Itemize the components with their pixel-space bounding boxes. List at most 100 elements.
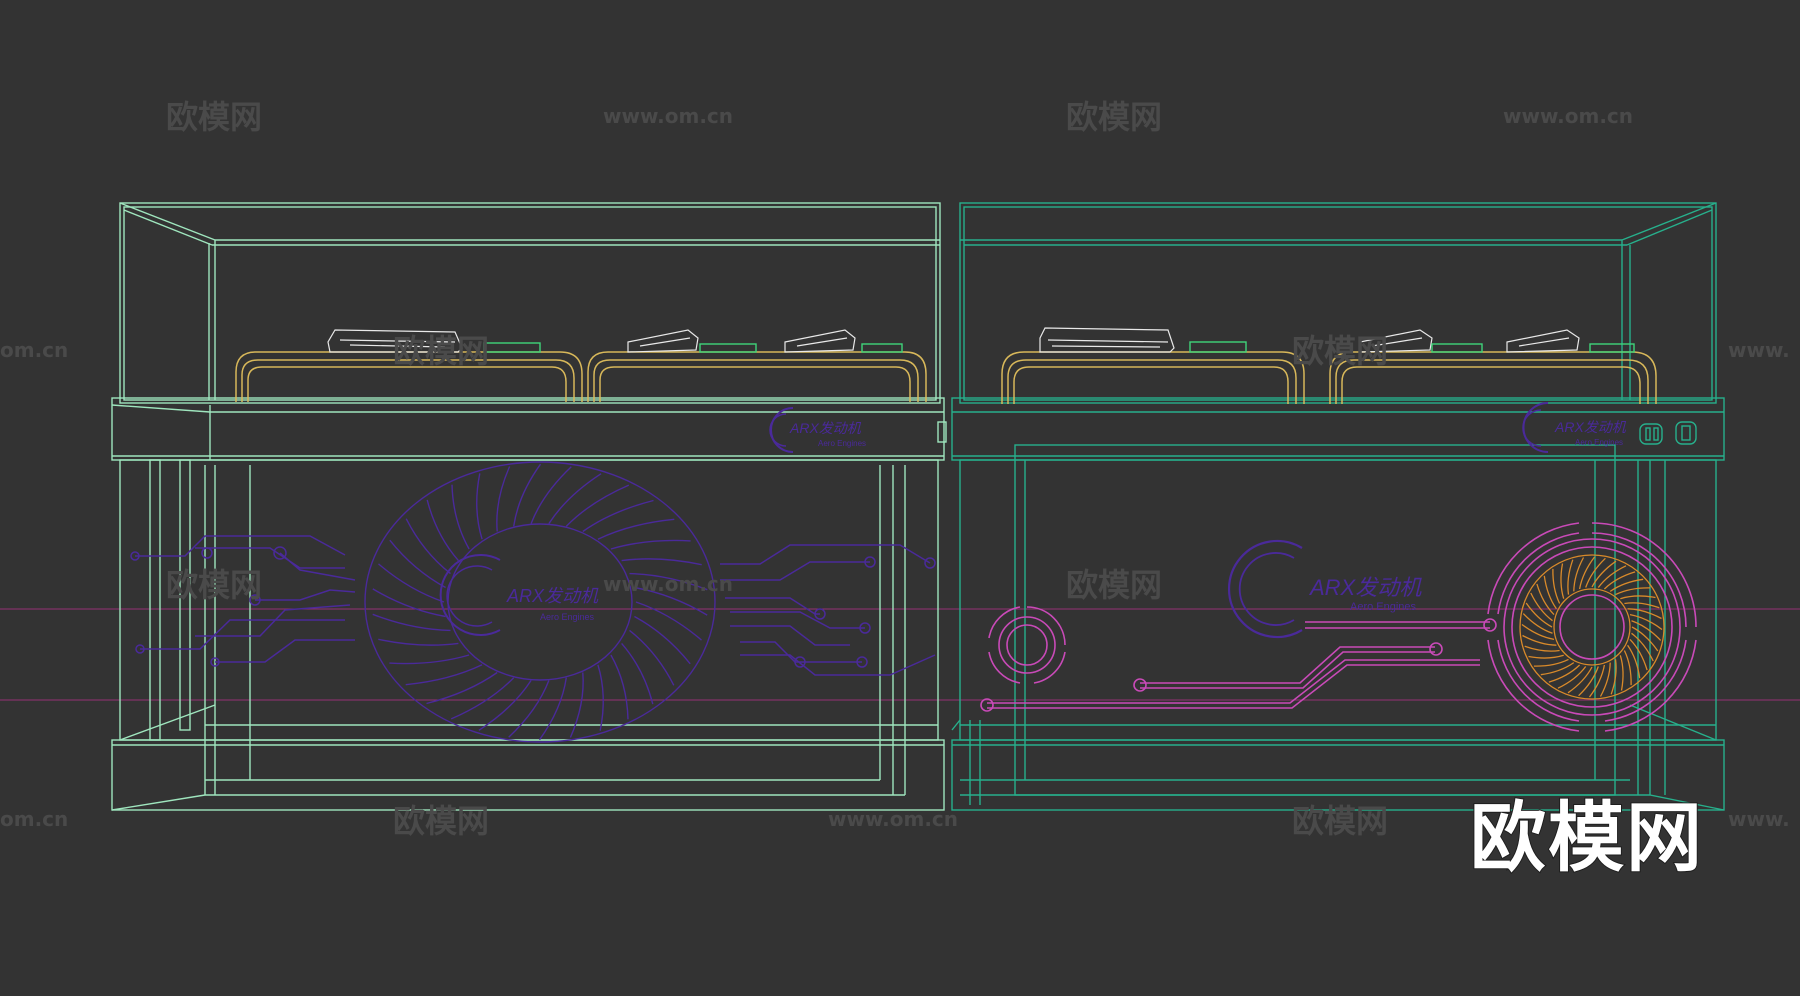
turbine-blade bbox=[597, 518, 675, 540]
right-center-logo-subtitle: Aero Engines bbox=[1350, 601, 1417, 613]
guide-lines bbox=[0, 608, 1800, 701]
turbine-blade bbox=[1619, 655, 1624, 691]
turbine-blade bbox=[1525, 602, 1553, 628]
turbine-blade bbox=[1560, 563, 1565, 599]
turbine-blade bbox=[508, 680, 550, 738]
turbine-blade bbox=[1552, 568, 1561, 604]
turbine-blade bbox=[513, 463, 542, 527]
turbine-blade bbox=[1524, 645, 1560, 652]
turbine-blade bbox=[1591, 560, 1617, 588]
left-logo-subtitle: Aero Engines bbox=[818, 439, 866, 448]
turbine-blade bbox=[635, 601, 702, 641]
watermark-brand: 欧模网 bbox=[166, 98, 262, 136]
turbine-blade bbox=[1548, 664, 1581, 683]
watermark-brand: 欧模网 bbox=[1292, 332, 1388, 370]
turbine-blade bbox=[634, 586, 708, 616]
watermark-url-partial: om.cn bbox=[0, 807, 68, 831]
turbine-blade bbox=[1522, 613, 1553, 634]
right-logo-name: ARX发动机 bbox=[1554, 419, 1627, 435]
right-logo-subtitle: Aero Engines bbox=[1575, 438, 1623, 447]
watermark-url: www.om.cn bbox=[603, 104, 733, 128]
turbine-blade bbox=[610, 539, 691, 550]
turbine-blade bbox=[478, 680, 532, 731]
turbine-blade bbox=[1631, 626, 1659, 652]
left-turbine-graphic bbox=[364, 461, 716, 743]
turbine-blade bbox=[629, 629, 675, 686]
turbine-blade bbox=[1623, 650, 1632, 686]
turbine-blade bbox=[1588, 664, 1606, 698]
turbine-blade bbox=[372, 613, 451, 632]
left-center-logo-subtitle: Aero Engines bbox=[540, 612, 595, 622]
turbine-blade bbox=[476, 473, 483, 540]
turbine-blade bbox=[450, 677, 515, 720]
left-cabinet-engine-models bbox=[327, 329, 856, 353]
turbine-blade bbox=[538, 677, 567, 741]
turbine-blade bbox=[621, 558, 702, 566]
left-display-cabinet bbox=[111, 202, 947, 811]
turbine-blade bbox=[569, 672, 584, 738]
watermark-brand: 欧模网 bbox=[1066, 98, 1162, 136]
watermark-url: www.om.cn bbox=[828, 807, 958, 831]
turbine-blade bbox=[405, 518, 451, 575]
turbine-blade bbox=[1627, 608, 1662, 620]
right-center-logo: ARX发动机 Aero Engines bbox=[1227, 539, 1422, 639]
left-logo-center: ARX发动机 Aero Engines bbox=[506, 586, 599, 622]
turbine-blade bbox=[426, 671, 498, 705]
watermark-url: www.om.cn bbox=[1503, 104, 1633, 128]
watermark-brand: 欧模网 bbox=[1066, 566, 1162, 604]
left-cabinet-trays bbox=[235, 351, 927, 402]
left-logo-name: ARX发动机 bbox=[789, 420, 862, 436]
turbine-blade bbox=[1557, 666, 1587, 689]
turbine-blade bbox=[389, 654, 470, 665]
watermark-brand: 欧模网 bbox=[393, 332, 489, 370]
turbine-blade bbox=[1629, 613, 1663, 631]
turbine-blade bbox=[1533, 658, 1569, 667]
right-cabinet-logo: ARX发动机 Aero Engines bbox=[1522, 402, 1627, 453]
turbine-blade bbox=[1610, 659, 1617, 695]
right-turbine-core bbox=[1519, 554, 1665, 700]
right-circuit-traces bbox=[980, 618, 1497, 712]
left-center-logo-name: ARX发动机 bbox=[506, 586, 599, 606]
watermark-url-partial: www. bbox=[1728, 338, 1790, 362]
turbine-blade bbox=[389, 539, 446, 589]
watermark-brand: 欧模网 bbox=[166, 566, 262, 604]
turbine-blade bbox=[372, 588, 446, 618]
turbine-blade bbox=[597, 664, 604, 731]
turbine-blade bbox=[530, 466, 572, 524]
turbine-blade bbox=[378, 638, 459, 646]
turbine-blade bbox=[1573, 557, 1585, 592]
turbine-blade bbox=[451, 484, 470, 550]
turbine-blade bbox=[378, 563, 445, 603]
turbine-blade bbox=[610, 654, 629, 720]
turbine-blade bbox=[1597, 565, 1627, 588]
turbine-blade bbox=[1567, 666, 1593, 694]
left-cabinet-logo: ARX发动机 Aero Engines bbox=[769, 407, 866, 453]
right-cabinet-trays bbox=[1001, 351, 1657, 404]
turbine-blade bbox=[1620, 595, 1656, 600]
turbine-blade bbox=[1536, 583, 1555, 616]
turbine-blade bbox=[582, 499, 654, 533]
turbine-blade bbox=[1631, 620, 1662, 641]
turbine-blade bbox=[1578, 666, 1599, 697]
right-cabinet-engine-models bbox=[1039, 327, 1580, 353]
turbine-blade bbox=[629, 572, 708, 591]
turbine-blade bbox=[1543, 575, 1557, 610]
right-cabinet-control-knobs bbox=[1639, 421, 1697, 445]
turbine-blade bbox=[1631, 632, 1654, 662]
turbine-blade bbox=[621, 642, 654, 705]
turbine-blade bbox=[1521, 623, 1555, 641]
turbine-blade bbox=[1603, 571, 1636, 590]
turbine-blade bbox=[1615, 587, 1651, 596]
turbine-blade bbox=[1624, 602, 1660, 609]
right-turbine-graphic bbox=[1487, 522, 1697, 732]
left-circuit-traces bbox=[130, 535, 936, 676]
turbine-blade bbox=[405, 664, 483, 686]
watermark-url-partial: www. bbox=[1728, 807, 1790, 831]
turbine-blade bbox=[565, 484, 630, 527]
turbine-blade bbox=[548, 473, 602, 524]
watermark-brand: 欧模网 bbox=[393, 802, 489, 840]
turbine-blade bbox=[1530, 592, 1553, 622]
left-cabinet-chip-plates bbox=[483, 342, 903, 353]
right-display-cabinet bbox=[951, 202, 1725, 811]
